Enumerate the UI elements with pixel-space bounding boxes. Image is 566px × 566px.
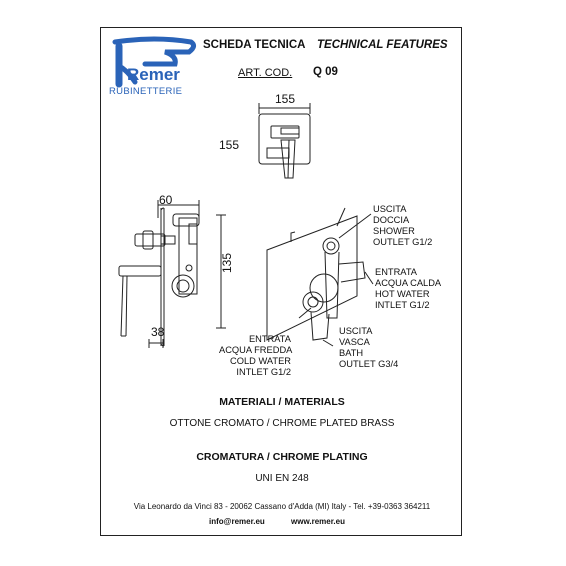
technical-sheet: Remer RUBINETTERIE SCHEDA TECNICA TECHNI… xyxy=(100,27,462,536)
materials-heading: MATERIALI / MATERIALS xyxy=(219,396,345,408)
dim-height: 155 xyxy=(219,138,240,152)
footer-address: Via Leonardo da Vinci 83 - 20062 Cassano… xyxy=(133,502,431,511)
dim-width: 155 xyxy=(275,92,296,106)
article-code-value: Q 09 xyxy=(313,66,338,78)
footer-website: www.remer.eu xyxy=(291,517,345,526)
remer-logo-icon: Remer RUBINETTERIE xyxy=(109,36,197,97)
side-view-drawing xyxy=(118,200,226,348)
perspective-view-drawing xyxy=(266,207,366,341)
plating-heading: CROMATURA / CHROME PLATING xyxy=(196,451,368,463)
label-cold-water-inlet: ENTRATA ACQUA FREDDA COLD WATER INTLET G… xyxy=(219,334,293,377)
materials-value: OTTONE CROMATO / CHROME PLATED BRASS xyxy=(169,418,395,429)
dim-side-height: 135 xyxy=(220,252,234,273)
dim-depth: 60 xyxy=(159,193,173,207)
front-view-drawing xyxy=(258,103,311,179)
plating-value: UNI EN 248 xyxy=(255,473,309,484)
footer-email: info@remer.eu xyxy=(209,517,265,526)
brand-name: Remer xyxy=(127,65,180,84)
label-shower-outlet: USCITA DOCCIA SHOWER OUTLET G1/2 xyxy=(373,204,433,247)
title-english: TECHNICAL FEATURES xyxy=(317,39,448,51)
label-hot-water-inlet: ENTRATA ACQUA CALDA HOT WATER INTLET G1/… xyxy=(375,267,442,310)
leader-lines xyxy=(298,213,374,347)
title-italian: SCHEDA TECNICA xyxy=(203,39,306,51)
brand-subtitle: RUBINETTERIE xyxy=(109,86,182,97)
article-code-label: ART. COD. xyxy=(238,67,293,79)
label-bath-outlet: USCITA VASCA BATH OUTLET G3/4 xyxy=(339,326,399,369)
technical-drawing xyxy=(118,103,374,348)
dim-offset: 38 xyxy=(151,325,165,339)
